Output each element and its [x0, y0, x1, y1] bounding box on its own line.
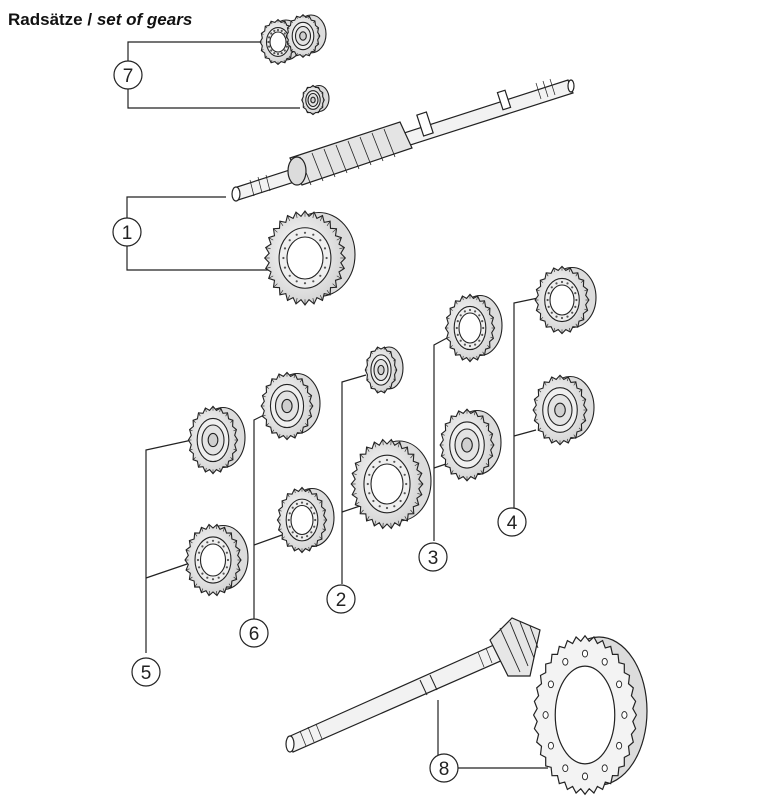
gear-4-bottom — [532, 374, 595, 446]
gear-5-top — [187, 405, 246, 475]
gear-6-top — [260, 371, 321, 441]
callout-label-6: 6 — [249, 624, 260, 645]
leader-2 — [341, 374, 367, 584]
gear-4-top — [534, 265, 597, 335]
pinion-shaft — [285, 617, 541, 753]
gear-7-double-a — [259, 18, 303, 66]
main-shaft — [231, 78, 575, 202]
callout-1: 1 — [112, 217, 142, 247]
gear-5-bottom — [184, 523, 249, 597]
gear-3-top — [444, 293, 503, 363]
ring-gear — [532, 634, 648, 796]
callout-2: 2 — [326, 584, 356, 614]
callout-6: 6 — [239, 618, 269, 648]
title-german: Radsätze — [8, 10, 83, 29]
callout-label-4: 4 — [507, 513, 518, 534]
title-separator: / — [87, 10, 93, 29]
gear-7-double-b — [285, 13, 327, 59]
leader-4b — [513, 429, 537, 437]
leader-3 — [433, 337, 448, 541]
leader-1 — [126, 196, 272, 271]
gear-1 — [263, 210, 356, 306]
leader-5b — [145, 562, 191, 579]
callout-label-8: 8 — [439, 759, 450, 780]
gear-7-small — [301, 84, 330, 116]
callout-5: 5 — [131, 657, 161, 687]
leader-6 — [253, 412, 269, 620]
callout-3: 3 — [418, 542, 448, 572]
gear-3-bottom — [439, 408, 502, 482]
gear-set — [184, 13, 597, 597]
leader-3b — [433, 463, 447, 469]
gear-2-large — [350, 438, 432, 530]
title-english: set of gears — [96, 10, 193, 29]
gear-2-small — [364, 346, 404, 394]
callout-7: 7 — [113, 60, 143, 90]
callout-label-3: 3 — [428, 548, 439, 569]
leader-2b — [341, 505, 361, 513]
callout-label-7: 7 — [123, 66, 134, 87]
callout-label-5: 5 — [141, 663, 152, 684]
leader-6b — [253, 534, 283, 546]
leader-5 — [145, 439, 193, 653]
callout-4: 4 — [497, 507, 527, 537]
callout-label-1: 1 — [122, 223, 133, 244]
gear-6-bottom — [276, 486, 335, 554]
callout-8: 8 — [429, 753, 459, 783]
callout-label-2: 2 — [336, 590, 347, 611]
leader-4 — [513, 297, 539, 508]
callout-markers: 1 2 3 4 5 6 7 8 — [112, 60, 527, 783]
page-title: Radsätze / set of gears — [8, 10, 192, 30]
